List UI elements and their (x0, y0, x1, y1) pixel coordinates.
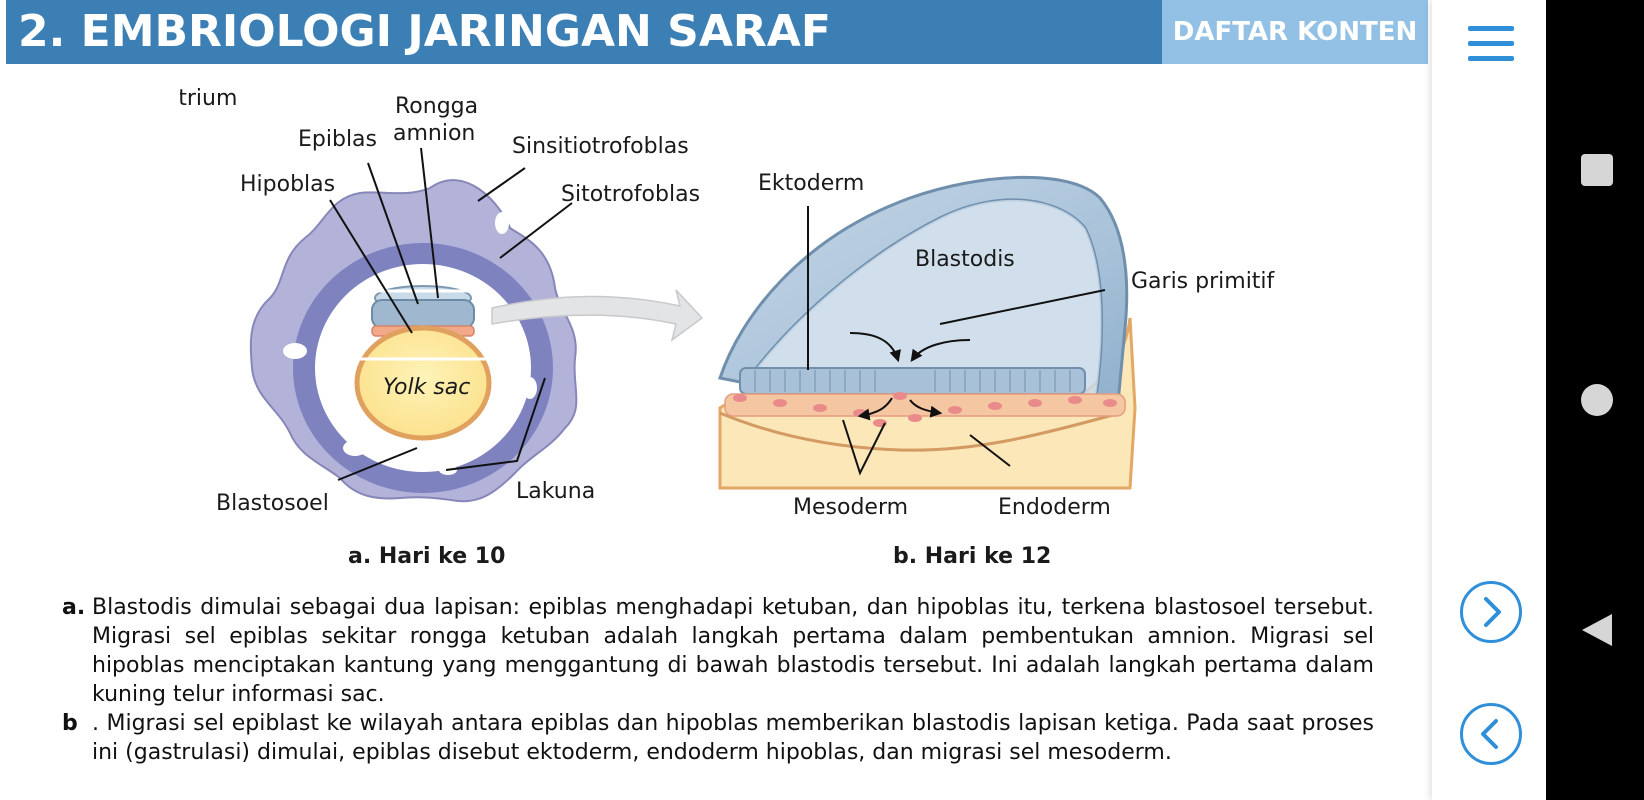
header-bar: 2. EMBRIOLOGI JARINGAN SARAF (6, 0, 1162, 64)
label-sitotrofoblas: Sitotrofoblas (561, 182, 700, 207)
system-navigation-bar (1546, 0, 1644, 800)
figure-a-blastocyst: Endometrium Rongga amnion Epiblas Sinsit… (180, 86, 700, 568)
page-title: 2. EMBRIOLOGI JARINGAN SARAF (18, 6, 831, 57)
lacuna-shape (283, 343, 307, 359)
caption-a: a. Hari ke 10 (348, 544, 505, 568)
leader-lines-b (807, 206, 1106, 476)
lacuna-shape (343, 440, 367, 456)
table-of-contents-button[interactable]: DAFTAR KONTEN (1162, 0, 1428, 64)
ectoderm-cells (754, 370, 1071, 392)
label-blastosoel: Blastosoel (216, 491, 329, 516)
label-epiblas: Epiblas (298, 127, 377, 152)
highlight-box (356, 289, 490, 361)
epiblast-layer (371, 299, 475, 329)
label-endometrium: Endometrium (180, 86, 237, 111)
description-b-text: . Migrasi sel epiblast ke wilayah antara… (92, 711, 1374, 765)
next-page-button[interactable] (1460, 581, 1522, 643)
label-garis-primitif: Garis primitif (1131, 269, 1276, 294)
caption-b: b. Hari ke 12 (893, 544, 1051, 568)
description-a-label: a. (62, 595, 86, 620)
description-a-text: Blastodis dimulai sebagai dua lapisan: e… (92, 595, 1374, 707)
leader-lines-a (329, 147, 573, 481)
label-mesoderm: Mesoderm (793, 495, 908, 520)
description: a. Blastodis dimulai sebagai dua lapisan… (62, 593, 1374, 767)
label-ektoderm: Ektoderm (758, 171, 864, 196)
description-a: a. Blastodis dimulai sebagai dua lapisan… (62, 593, 1374, 709)
content-area: 2. EMBRIOLOGI JARINGAN SARAF DAFTAR KONT… (6, 0, 1428, 767)
chevron-right-icon (1484, 597, 1501, 627)
amnion-interior (745, 199, 1102, 403)
previous-page-button[interactable] (1460, 703, 1522, 765)
yolk-sac (354, 325, 492, 441)
label-sinsitiotrofoblas: Sinsitiotrofoblas (512, 134, 689, 159)
label-amnion: amnion (393, 121, 475, 146)
endoderm-wave (719, 411, 1121, 452)
label-yolk-sac: Yolk sac (383, 375, 470, 400)
back-triangle-icon[interactable] (1580, 612, 1614, 648)
side-panel (1432, 0, 1546, 800)
label-endoderm: Endoderm (998, 495, 1111, 520)
embryology-figure: Endometrium Rongga amnion Epiblas Sinsit… (180, 86, 1276, 568)
chevron-left-icon (1481, 719, 1498, 749)
label-lakuna: Lakuna (516, 479, 595, 504)
home-circle-icon[interactable] (1581, 384, 1613, 416)
description-b-label: b (62, 711, 78, 736)
label-hipoblas: Hipoblas (240, 172, 335, 197)
zoom-arrow (491, 289, 704, 342)
label-rongga: Rongga (395, 94, 478, 119)
ectoderm-layer (739, 367, 1086, 395)
hamburger-menu-icon[interactable] (1468, 26, 1514, 64)
label-blastodis: Blastodis (915, 247, 1015, 272)
migration-arrows (849, 332, 971, 421)
description-b: b . Migrasi sel epiblast ke wilayah anta… (62, 709, 1374, 767)
lacuna-shape (523, 377, 537, 399)
lacuna-shape (495, 212, 509, 234)
recents-square-icon[interactable] (1581, 154, 1613, 186)
figure-b-bilaminar-disc: Ektoderm Blastodis Garis primitif Mesode… (718, 171, 1276, 568)
